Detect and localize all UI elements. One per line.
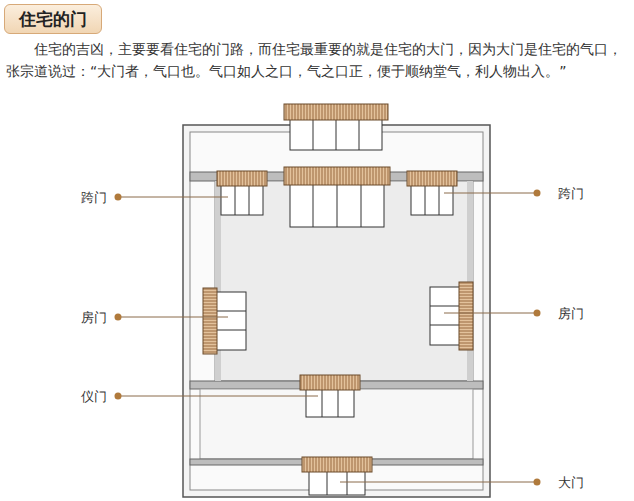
title-tab: 住宅的门	[4, 4, 102, 34]
body-text: 住宅的吉凶，主要要看住宅的门路，而住宅最重要的就是住宅的大门，因为大门是住宅的气…	[6, 38, 628, 82]
buildings	[203, 104, 473, 495]
leader-lines	[118, 193, 537, 482]
part-label: 跨门	[557, 185, 585, 203]
part-label: 大门	[557, 474, 585, 492]
part-label: 房门	[80, 309, 108, 327]
title: 住宅的门	[19, 8, 87, 31]
part-label: 房门	[557, 305, 585, 323]
part-label: 跨门	[80, 189, 108, 207]
part-label: 仪门	[80, 388, 108, 406]
leader-dots	[115, 190, 541, 486]
wall	[183, 125, 490, 497]
